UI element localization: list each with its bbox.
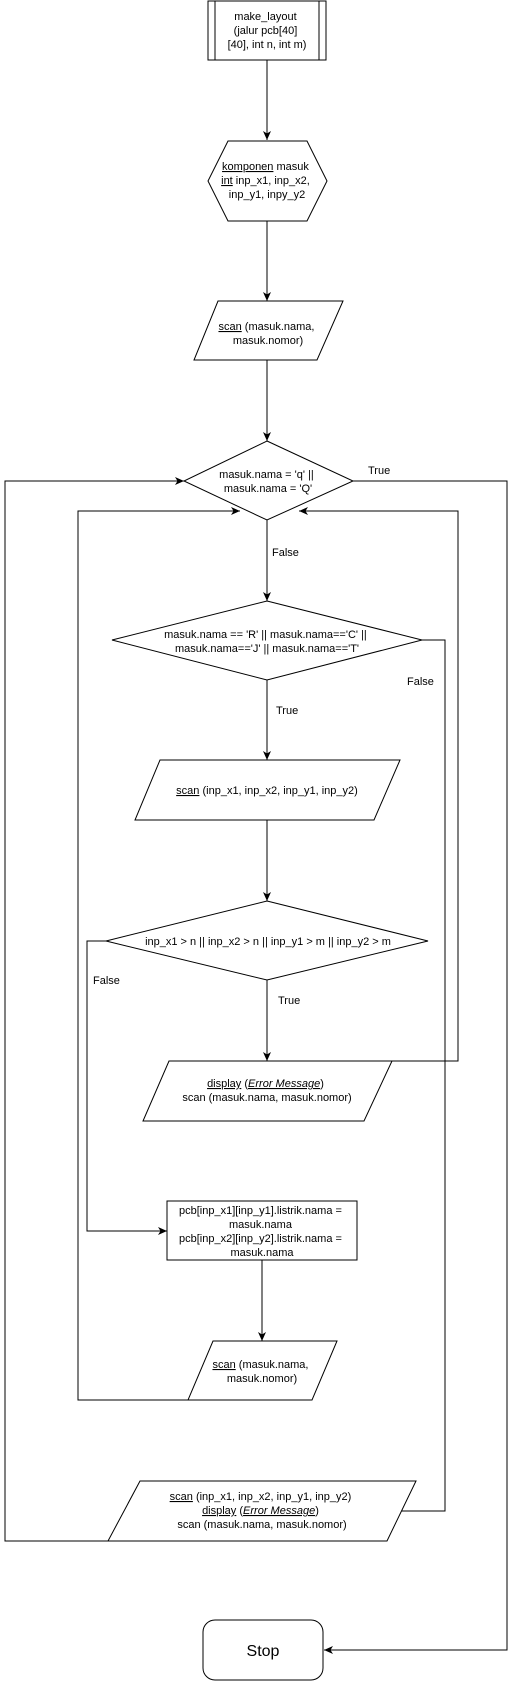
scan1-line-1: (masuk.nama, (242, 321, 315, 333)
svg-text:scan (inp_x1, inp_x2, inp_y1,: scan (inp_x1, inp_x2, inp_y1, inp_y2) di… (170, 1491, 355, 1531)
decision-bounds-node: inp_x1 > n || inp_x2 > n || inp_y1 > m |… (105, 900, 429, 981)
error1-close: ) (320, 1078, 324, 1090)
edge-error1-loop-to-decision1 (299, 507, 459, 1062)
label-d2-true: True (276, 705, 298, 717)
decision-quit-node: masuk.nama = 'q' || masuk.nama = 'Q' (182, 440, 355, 521)
label-d3-false: False (93, 975, 120, 987)
start-line-3: [40], int n, int m) (228, 39, 307, 51)
svg-text:komponen masuk int inp_x: komponen masuk int inp_x1, inp_x2, inp_y… (221, 161, 313, 201)
edge-labels: True False True False True False (93, 465, 434, 1007)
error1-open: ( (241, 1078, 248, 1090)
edge-error2-loop-to-decision1 (4, 477, 184, 1542)
start-line-2: (jalur pcb[40] (234, 25, 298, 37)
declare-line-2: inp_x1, inp_x2, (233, 175, 310, 187)
label-d2-false: False (407, 676, 434, 688)
svg-text:masuk.nama = 'q' || masu: masuk.nama = 'q' || masuk.nama = 'Q' (219, 469, 317, 495)
decision-component-type-node: masuk.nama == 'R' || masuk.nama=='C' || … (111, 600, 423, 681)
scan1-keyword: scan (218, 321, 241, 333)
declare-keyword-int: int (221, 175, 233, 187)
declare-line-3: inp_y1, inpy_y2 (229, 189, 305, 201)
decision1-line-1: masuk.nama = 'q' || (219, 469, 314, 481)
scan3-line-1: (masuk.nama, (236, 1359, 309, 1371)
decision3-line-1: inp_x1 > n || inp_x2 > n || inp_y1 > m |… (145, 936, 391, 948)
assign-line-2: masuk.nama (229, 1219, 293, 1231)
svg-text:pcb[inp_x1][inp_y1].listrik.na: pcb[inp_x1][inp_y1].listrik.nama = masuk… (179, 1205, 345, 1259)
svg-text:masuk.nama == 'R' || masuk.nam: masuk.nama == 'R' || masuk.nama=='C' || … (164, 629, 370, 655)
scan3-line-2: masuk.nomor) (227, 1373, 297, 1385)
scan-input-node-2: scan (inp_x1, inp_x2, inp_y1, inp_y2) (134, 759, 401, 821)
label-d1-true: True (368, 465, 390, 477)
error-display-node-1: display (Error Message) scan (masuk.nama… (142, 1060, 393, 1122)
stop-terminator-node: Stop (202, 1619, 324, 1681)
edge-decision1-true-to-stop (324, 480, 508, 1654)
svg-text:display (Error Message): display (Error Message) scan (masuk.nama… (182, 1078, 351, 1104)
error1-keyword-display: display (207, 1078, 242, 1090)
assign-line-3: pcb[inp_x2][inp_y2].listrik.nama = (179, 1233, 342, 1245)
error2-keyword-scan: scan (170, 1491, 193, 1503)
declare-line-1: masuk (273, 161, 309, 173)
decision1-line-2: masuk.nama = 'Q' (224, 483, 312, 495)
assign-line-1: pcb[inp_x1][inp_y1].listrik.nama = (179, 1205, 342, 1217)
error-display-node-2: scan (inp_x1, inp_x2, inp_y1, inp_y2) di… (107, 1480, 417, 1542)
error1-message: Error Message (248, 1078, 320, 1090)
scan1-line-2: masuk.nomor) (233, 335, 303, 347)
scan-input-node-3: scan (masuk.nama, masuk.nomor) (187, 1340, 338, 1401)
error2-line-3: scan (masuk.nama, masuk.nomor) (177, 1519, 346, 1531)
svg-text:make_layout (jalur pcb[4: make_layout (jalur pcb[40] [40], int n, … (228, 11, 307, 51)
error2-message: Error Message (243, 1505, 315, 1517)
decision2-line-1: masuk.nama == 'R' || masuk.nama=='C' || (164, 629, 367, 641)
edge-scan3-loop-to-decision1 (77, 507, 240, 1401)
scan-input-node-1: scan (masuk.nama, masuk.nomor) (193, 300, 344, 361)
declare-keyword-komponen: komponen (222, 161, 273, 173)
label-d1-false: False (272, 547, 299, 559)
error2-keyword-display: display (202, 1505, 237, 1517)
decision2-line-2: masuk.nama=='J' || masuk.nama=='T' (175, 643, 359, 655)
error2-open: ( (236, 1505, 243, 1517)
svg-text:scan (masuk.nama, masuk.: scan (masuk.nama, masuk.nomor) (212, 1359, 311, 1385)
error2-close: ) (315, 1505, 319, 1517)
declaration-node: komponen masuk int inp_x1, inp_x2, inp_y… (207, 140, 328, 222)
svg-text:scan (inp_x1, inp_x2, inp_y1,: scan (inp_x1, inp_x2, inp_y1, inp_y2) (176, 785, 358, 797)
edge-decision2-false-to-error2 (387, 639, 446, 1515)
error2-line-1: (inp_x1, inp_x2, inp_y1, inp_y2) (193, 1491, 351, 1503)
scan2-line-1: (inp_x1, inp_x2, inp_y1, inp_y2) (199, 785, 357, 797)
scan2-keyword: scan (176, 785, 199, 797)
stop-label: Stop (247, 1643, 280, 1660)
svg-text:scan (masuk.nama, masuk.: scan (masuk.nama, masuk.nomor) (218, 321, 317, 347)
label-d3-true: True (278, 995, 300, 1007)
error1-line-2: scan (masuk.nama, masuk.nomor) (182, 1092, 351, 1104)
scan3-keyword: scan (212, 1359, 235, 1371)
edges (4, 60, 508, 1654)
start-line-1: make_layout (234, 11, 296, 23)
assign-process-node: pcb[inp_x1][inp_y1].listrik.nama = masuk… (166, 1200, 358, 1261)
assign-line-4: masuk.nama (231, 1247, 295, 1259)
start-process-node: make_layout (jalur pcb[40] [40], int n, … (207, 0, 327, 61)
